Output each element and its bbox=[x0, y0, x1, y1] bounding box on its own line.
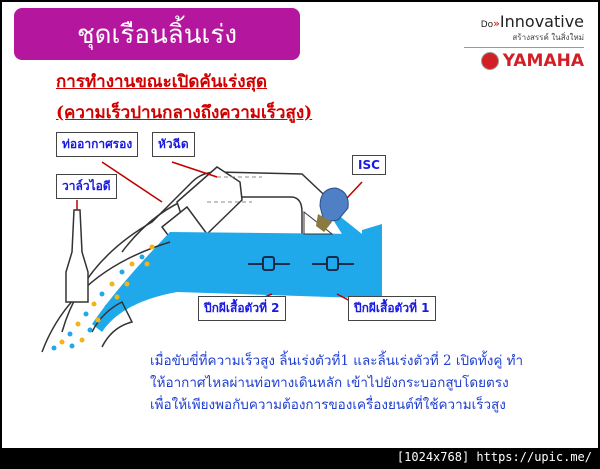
label-intake-valve: วาล์วไอดี bbox=[56, 174, 117, 199]
subtitle-line-1: การทำงานขณะเปิดคันเร่งสุด bbox=[56, 72, 268, 92]
isc-valve-icon bbox=[319, 187, 349, 223]
description-line: เมื่อขับขี่ที่ความเร็วสูง ลิ้นเร่งตัวที่… bbox=[150, 353, 524, 369]
label-throttle-2: ปีกผีเสื้อตัวที่ 2 bbox=[198, 296, 286, 321]
label-throttle-1: ปีกผีเสื้อตัวที่ 1 bbox=[348, 296, 436, 321]
fuel-spray bbox=[51, 244, 160, 351]
description-line: เพื่อให้เพียงพอกับความต้องการของเครื่องย… bbox=[150, 397, 506, 413]
intake-valve bbox=[65, 209, 89, 303]
air-flow-path bbox=[92, 224, 382, 332]
brand-do: Do bbox=[480, 20, 494, 30]
slide: ชุดเรือนลิ้นเร่ง การทำงานขณะเปิดคันเร่งส… bbox=[2, 2, 598, 448]
brand-slogan: Do»Innovative bbox=[444, 12, 584, 31]
brand-block: Do»Innovative สร้างสรรค์ ในสิ่งใหม่ YAMA… bbox=[444, 12, 584, 71]
throttle-plates bbox=[248, 256, 354, 271]
label-air-pipe: ท่ออากาศรอง bbox=[56, 132, 139, 157]
leader-lines bbox=[76, 161, 363, 303]
label-injector: หัวฉีด bbox=[152, 132, 195, 157]
brand-divider bbox=[464, 47, 584, 48]
label-isc: ISC bbox=[352, 155, 386, 175]
subtitle-line-2: (ความเร็วปานกลางถึงความเร็วสูง) bbox=[56, 103, 313, 123]
tuning-fork-logo-icon bbox=[480, 52, 499, 70]
arrow-icon: » bbox=[493, 17, 500, 30]
description: เมื่อขับขี่ที่ความเร็วสูง ลิ้นเร่งตัวที่… bbox=[150, 350, 570, 416]
description-line: ให้อากาศไหลผ่านท่อทางเดินหลัก เข้าไปยังก… bbox=[150, 375, 509, 391]
throttle-body-diagram bbox=[41, 161, 382, 353]
yamaha-text: YAMAHA bbox=[502, 51, 584, 71]
slide-title: ชุดเรือนลิ้นเร่ง bbox=[14, 8, 300, 60]
brand-tagline: สร้างสรรค์ ในสิ่งใหม่ bbox=[512, 33, 584, 42]
brand-innovative: Innovative bbox=[499, 12, 584, 31]
yamaha-logo: YAMAHA bbox=[444, 51, 584, 71]
watermark-text: [1024x768] https://upic.me/ bbox=[396, 450, 592, 464]
slide-title-text: ชุดเรือนลิ้นเร่ง bbox=[76, 19, 238, 50]
watermark-bar: [1024x768] https://upic.me/ bbox=[0, 448, 600, 469]
